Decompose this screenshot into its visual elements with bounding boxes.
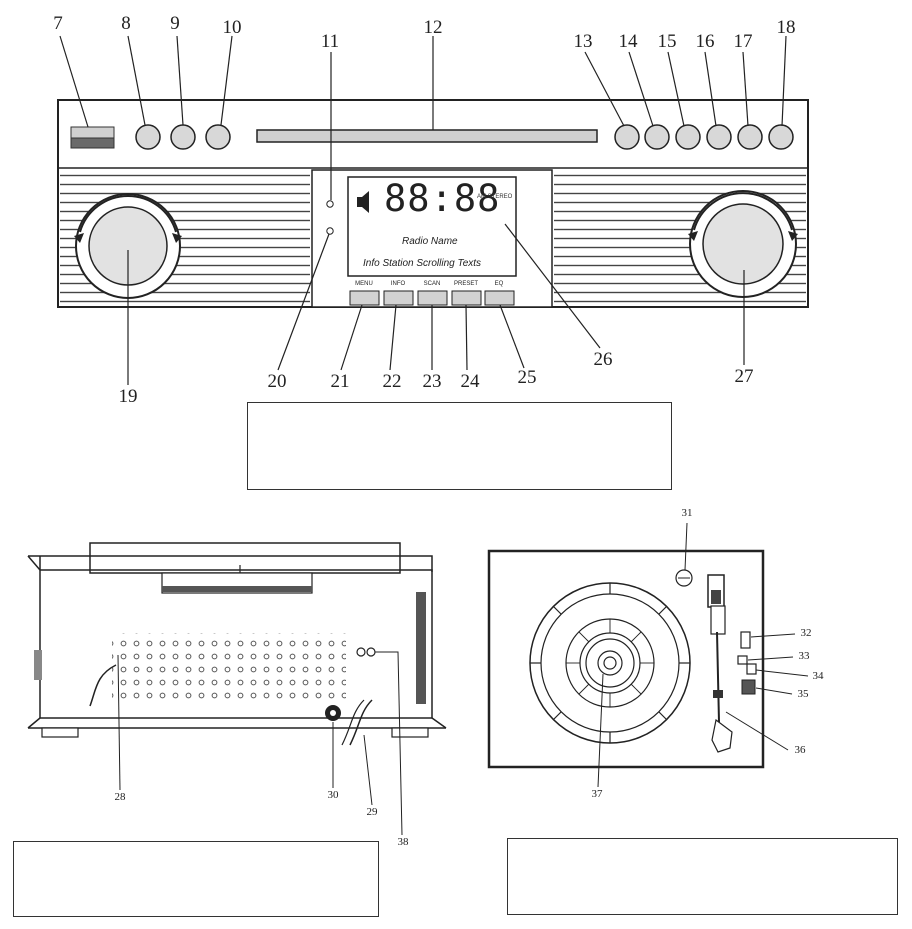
control-34 [746, 663, 757, 675]
callout-34: 34 [812, 670, 824, 682]
antenna-wire [89, 664, 117, 707]
button-label-scan: SCAN [423, 281, 441, 287]
button-13 [614, 124, 640, 150]
control-32 [740, 631, 751, 649]
callout-12: 12 [423, 17, 443, 38]
callout-10: 10 [222, 17, 242, 38]
button-label-preset: PRESET [453, 281, 479, 287]
callout-15: 15 [657, 31, 677, 52]
rca-jack-left [356, 647, 366, 657]
callout-7: 7 [53, 13, 63, 34]
callout-8: 8 [121, 13, 131, 34]
headshell [711, 718, 733, 753]
side-body [39, 569, 433, 719]
callout-23: 23 [422, 371, 442, 392]
callout-9: 9 [170, 13, 180, 34]
callout-13: 13 [573, 31, 593, 52]
callout-17: 17 [733, 31, 753, 52]
callout-18: 18 [776, 17, 796, 38]
callout-27: 27 [734, 366, 754, 387]
caption-box-turntable [507, 838, 898, 915]
callout-35: 35 [797, 688, 809, 700]
button-9 [170, 124, 196, 150]
cd-slot [256, 129, 598, 143]
callout-11: 11 [320, 31, 340, 52]
callout-31: 31 [681, 507, 693, 519]
callout-32: 32 [800, 627, 812, 639]
power-cord [349, 699, 373, 746]
callout-24: 24 [460, 371, 480, 392]
control-33 [737, 655, 748, 665]
lcd-line1: Radio Name [402, 236, 458, 247]
lcd-display [347, 176, 517, 277]
side-speaker-grid [112, 633, 346, 703]
button-menu [349, 290, 380, 306]
power-switch [70, 126, 115, 139]
caption-box-side [13, 841, 379, 917]
button-scan [417, 290, 448, 306]
button-16 [706, 124, 732, 150]
button-15 [675, 124, 701, 150]
callout-36: 36 [794, 744, 806, 756]
callout-26: 26 [593, 349, 613, 370]
led-20 [326, 227, 334, 235]
turntable-view [487, 522, 809, 788]
callout-38: 38 [397, 836, 409, 848]
callout-30: 30 [327, 789, 339, 801]
callout-16: 16 [695, 31, 715, 52]
callout-19: 19 [118, 386, 138, 407]
button-14 [644, 124, 670, 150]
front-view [57, 35, 809, 385]
callout-25: 25 [517, 367, 537, 388]
rca-jack-right [366, 647, 376, 657]
button-info [383, 290, 414, 306]
button-label-eq: EQ [494, 281, 504, 287]
callout-22: 22 [382, 371, 402, 392]
button-18 [768, 124, 794, 150]
lcd-time: 88:88 [384, 177, 501, 220]
control-35 [741, 679, 756, 695]
lcd-line2: Info Station Scrolling Texts [363, 258, 482, 269]
adaptor-45rpm [675, 569, 693, 587]
button-preset [451, 290, 482, 306]
callout-29: 29 [366, 806, 378, 818]
button-eq [484, 290, 515, 306]
callout-21: 21 [330, 371, 350, 392]
tonearm [716, 631, 720, 723]
button-10 [205, 124, 231, 150]
tuning-knob [688, 190, 798, 298]
caption-box-front [247, 402, 672, 490]
led-11 [326, 200, 334, 208]
button-17 [737, 124, 763, 150]
callout-37: 37 [591, 788, 603, 800]
side-view [27, 542, 447, 836]
volume-knob [74, 193, 182, 299]
callout-33: 33 [798, 650, 810, 662]
button-8 [135, 124, 161, 150]
callout-14: 14 [618, 31, 638, 52]
callout-20: 20 [267, 371, 287, 392]
button-label-menu: MENU [355, 281, 373, 287]
callout-28: 28 [114, 791, 126, 803]
button-label-info: INFO [390, 281, 406, 287]
lcd-indicator: AM STEREO [477, 194, 513, 200]
